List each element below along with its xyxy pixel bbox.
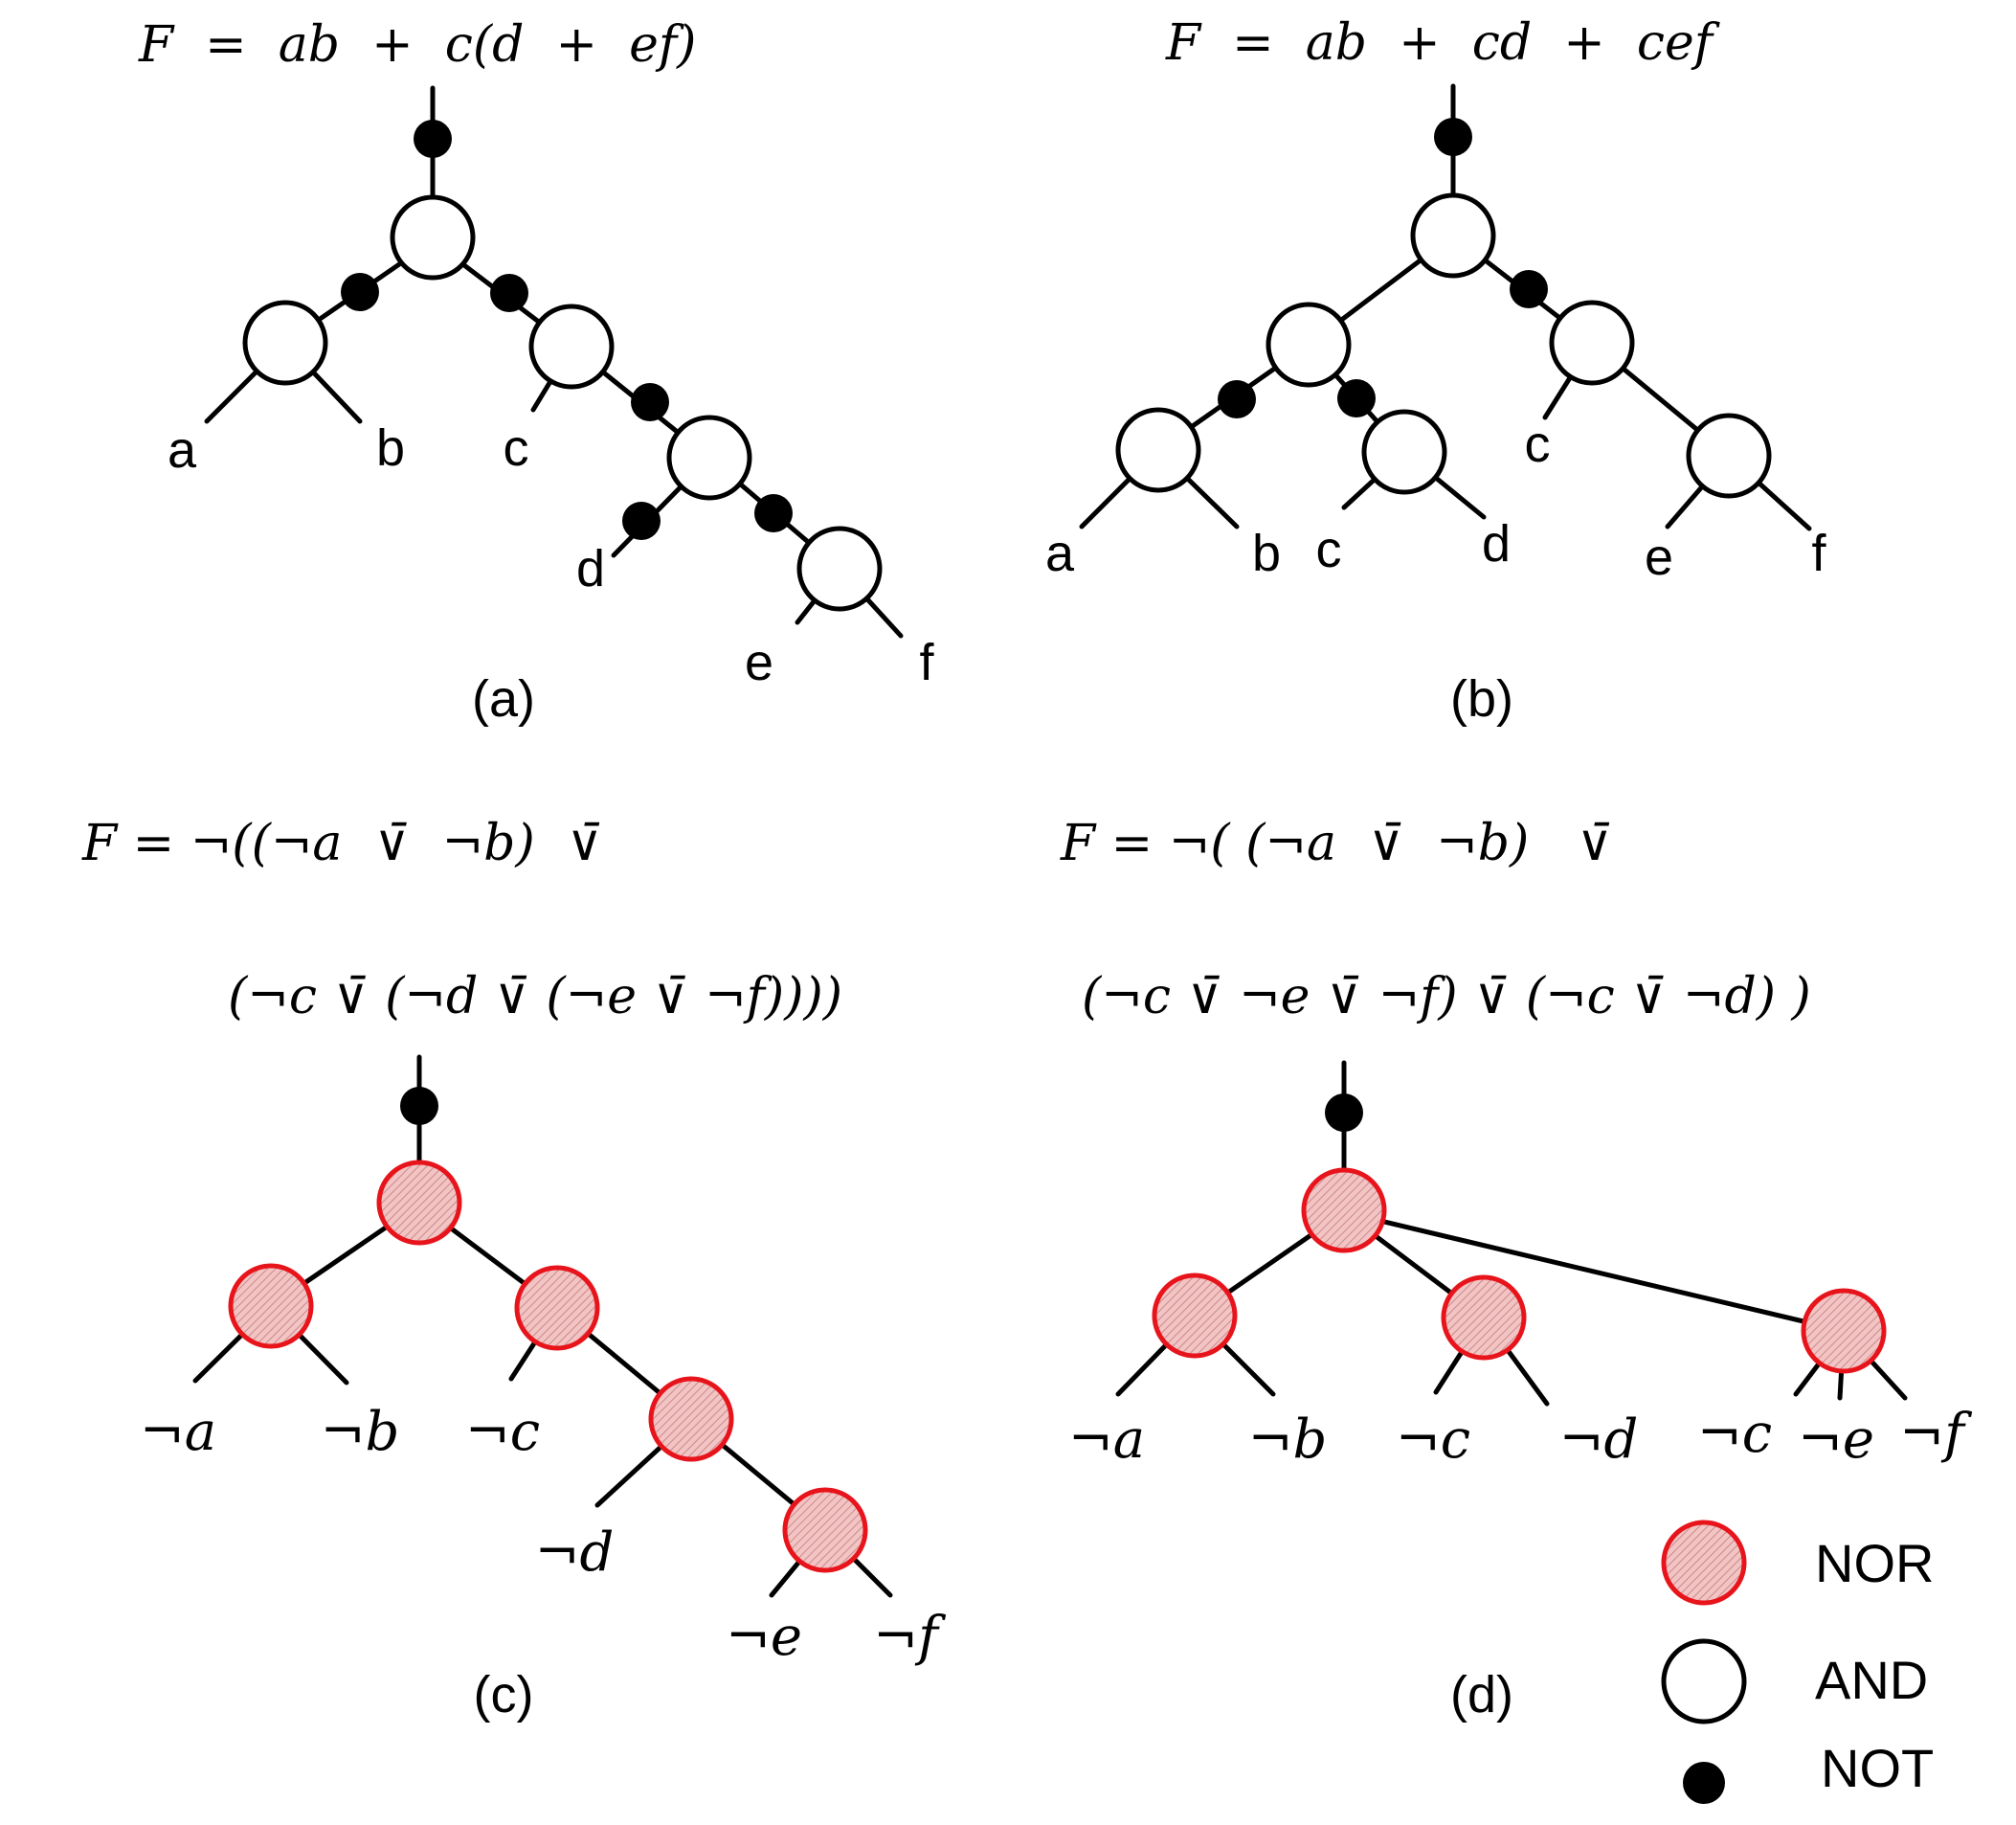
and-gate <box>1686 413 1772 499</box>
and-gate <box>1266 302 1352 388</box>
and-gate <box>390 194 476 281</box>
leaf-label: ¬d <box>1559 1408 1639 1471</box>
leaf-label: c <box>1525 416 1551 473</box>
leaf-label: c <box>1316 521 1342 578</box>
not-gate <box>490 274 528 312</box>
formula-b: F = ab + cd + cef <box>1165 14 1720 72</box>
legend-not-symbol <box>1683 1762 1725 1804</box>
leaf-label: f <box>919 634 934 691</box>
leaf-label: ¬b <box>1248 1408 1328 1471</box>
leaf-label: ¬e <box>1798 1408 1874 1471</box>
and-gate <box>528 304 615 390</box>
leaf-label: ¬a <box>1068 1408 1145 1471</box>
formula-d-line2: (¬c ∨̄ ¬e ∨̄ ¬f) ∨̄ (¬c ∨̄ ¬d) ) <box>1082 968 1811 1025</box>
leaf-label: d <box>576 540 605 597</box>
tree-c: ¬a ¬b ¬c ¬d ¬e ¬f <box>140 1054 947 1668</box>
not-gate <box>1218 380 1256 418</box>
nor-gate <box>228 1263 314 1349</box>
nor-gate <box>376 1160 462 1246</box>
formula-a: F = ab + c(d + ef) <box>138 16 696 74</box>
and-gate <box>1115 407 1201 493</box>
and-gate <box>1549 300 1635 386</box>
leaf-label: ¬c <box>465 1401 540 1463</box>
and-gate <box>242 300 328 386</box>
not-gate <box>622 502 661 540</box>
caption-c: (c) <box>474 1666 534 1724</box>
legend-nor-label: NOR <box>1815 1533 1934 1593</box>
edge <box>1341 1209 1847 1334</box>
formula-d-line1: F = ¬( (¬a ∨̄ ¬b) ∨̄ <box>1060 815 1613 872</box>
leaf-label: f <box>1811 525 1826 582</box>
and-gate <box>666 415 752 501</box>
not-gate <box>414 120 452 158</box>
formula-c-line1: F = ¬((¬a ∨̄ ¬b) ∨̄ <box>81 815 603 872</box>
leaf-label: e <box>1645 529 1673 586</box>
nor-gate <box>648 1376 734 1462</box>
legend-not-label: NOT <box>1821 1738 1934 1798</box>
not-gate <box>400 1087 438 1125</box>
leaf-label: ¬b <box>321 1401 400 1463</box>
tree-b: a b c d c e f <box>1045 83 1826 586</box>
leaf-label: ¬f <box>873 1606 947 1668</box>
and-gate <box>1361 409 1447 495</box>
not-gate <box>341 273 379 311</box>
panel-c: F = ¬((¬a ∨̄ ¬b) ∨̄ (¬c ∨̄ (¬d ∨̄ (¬e ∨̄… <box>81 815 947 1724</box>
panel-b: F = ab + cd + cef a <box>1045 14 1827 728</box>
not-gate <box>631 383 669 421</box>
leaf-label: ¬d <box>535 1521 615 1584</box>
caption-a: (a) <box>472 670 535 728</box>
nor-gate <box>1801 1288 1887 1374</box>
panel-d: F = ¬( (¬a ∨̄ ¬b) ∨̄ (¬c ∨̄ ¬e ∨̄ ¬f) ∨̄… <box>1060 815 1973 1724</box>
not-gate <box>1434 118 1472 156</box>
nor-gate <box>782 1487 868 1573</box>
leaf-label: ¬c <box>1697 1403 1772 1465</box>
not-gate <box>1510 270 1548 308</box>
panel-a: F = ab + c(d + ef) a b <box>138 16 934 728</box>
legend-and-symbol <box>1661 1638 1747 1724</box>
and-gate <box>1410 192 1496 279</box>
legend-and-label: AND <box>1815 1650 1928 1710</box>
formula-c-line2: (¬c ∨̄ (¬d ∨̄ (¬e ∨̄ ¬f)))) <box>228 968 842 1025</box>
leaf-label: e <box>745 634 773 691</box>
caption-b: (b) <box>1450 670 1513 728</box>
not-gate <box>754 494 793 532</box>
tree-a: a b c d e f <box>168 85 934 691</box>
nor-gate <box>1301 1167 1387 1253</box>
caption-d: (d) <box>1450 1666 1513 1724</box>
legend: NOR AND NOT <box>1661 1520 1934 1804</box>
leaf-label: b <box>376 419 405 477</box>
tree-d: ¬a ¬b ¬c ¬d ¬c ¬e ¬f <box>1068 1060 1973 1471</box>
leaf-label: ¬c <box>1396 1408 1470 1471</box>
leaf-label: ¬f <box>1899 1403 1973 1465</box>
leaf-label: ¬e <box>726 1606 802 1668</box>
legend-nor-symbol <box>1661 1520 1747 1606</box>
nor-gate <box>1152 1273 1238 1359</box>
leaf-label: d <box>1482 515 1511 573</box>
and-gate <box>796 526 883 612</box>
not-gate <box>1337 379 1376 417</box>
leaf-label: b <box>1252 525 1281 582</box>
leaf-label: c <box>504 419 529 477</box>
nor-gate <box>514 1265 600 1351</box>
leaf-label: a <box>168 421 197 479</box>
leaf-label: ¬a <box>140 1401 216 1463</box>
leaf-label: a <box>1045 525 1075 582</box>
nor-gate <box>1441 1274 1527 1361</box>
not-gate <box>1325 1093 1363 1132</box>
